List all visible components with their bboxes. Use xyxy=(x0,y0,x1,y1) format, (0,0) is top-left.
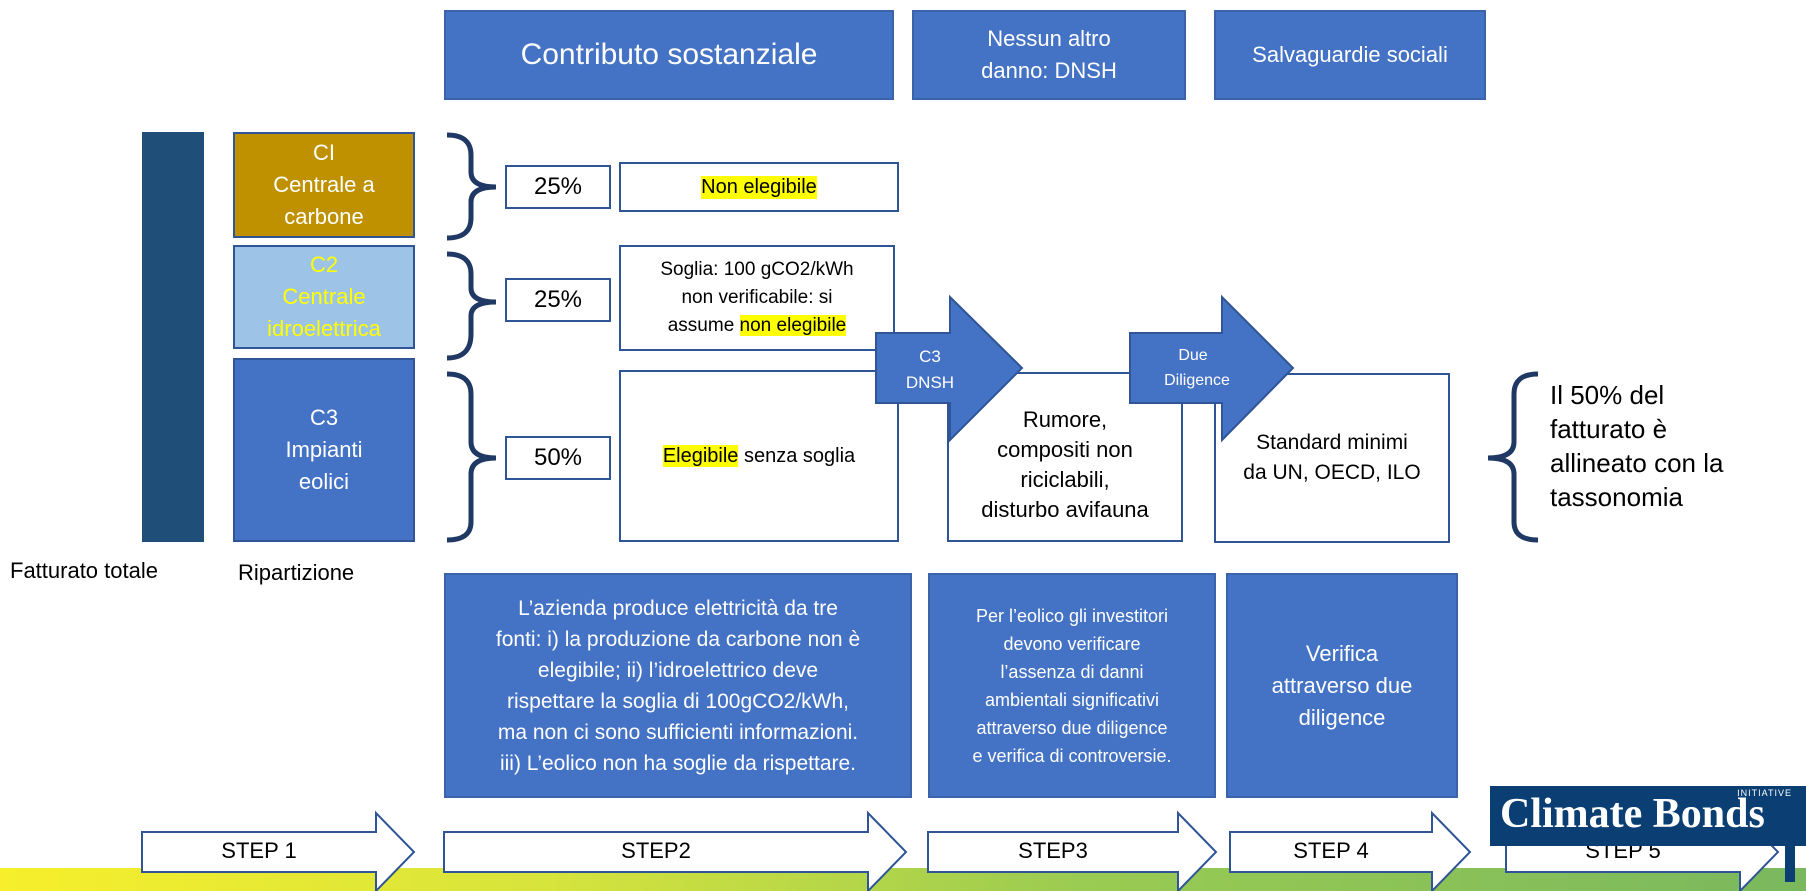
step3-arrow xyxy=(927,810,1218,891)
header-salvaguardie-sociali: Salvaguardie sociali xyxy=(1214,10,1486,100)
header-contributo-label: Contributo sostanziale xyxy=(520,38,818,71)
eligibility-c3-rest: senza soglia xyxy=(738,444,856,467)
header-dnsh-line1: Nessun altro xyxy=(987,26,1111,51)
dnsh-detail-line2: compositi non xyxy=(997,437,1133,462)
result-line3: allineato con la xyxy=(1550,448,1724,478)
category-c3-eolici: C3 Impianti eolici xyxy=(233,358,415,542)
arrow-due-line1: Due xyxy=(1178,347,1207,364)
climate-bonds-logo: INITIATIVE Climate Bonds xyxy=(1490,786,1806,846)
fatturato-totale-label: Fatturato totale xyxy=(10,558,158,583)
logo-tail xyxy=(1785,842,1795,882)
header-salvaguardie-label: Salvaguardie sociali xyxy=(1252,42,1448,67)
eligibility-c2-line2: non verificabile: si xyxy=(681,287,833,308)
step1-label: STEP 1 xyxy=(221,838,297,863)
eligibility-c2-line1: Soglia: 100 gCO2/kWh xyxy=(660,259,854,280)
category-c1-line2: Centrale a xyxy=(273,172,375,197)
category-c1-code: CI xyxy=(313,140,335,165)
arrow-c3-dnsh xyxy=(875,294,1024,443)
explanation-step2-line1: L’azienda produce elettricità da tre xyxy=(518,596,838,620)
brace-c1 xyxy=(446,132,497,241)
ripartizione-label: Ripartizione xyxy=(238,560,355,585)
step4-arrow xyxy=(1229,810,1472,891)
result-line2: fatturato è xyxy=(1550,414,1668,444)
dnsh-detail-line3: riciclabili, xyxy=(1020,467,1110,492)
eligibility-c2-line3: assume non elegibile xyxy=(668,312,847,340)
category-c3-line2: Impianti xyxy=(285,437,363,462)
dnsh-detail-line4: disturbo avifauna xyxy=(981,497,1149,522)
result-line4: tassonomia xyxy=(1550,482,1683,512)
percent-c2-value: 25% xyxy=(533,286,583,313)
eligibility-c2-line3-highlight: non elegibile xyxy=(739,315,847,336)
arrow-due-line2: Diligence xyxy=(1164,372,1230,389)
category-c2-line2: Centrale xyxy=(282,284,366,309)
logo-name: Climate Bonds xyxy=(1500,791,1765,837)
category-c1-carbone: CI Centrale a carbone xyxy=(233,132,415,238)
category-c1-line3: carbone xyxy=(284,204,364,229)
explanation-step3-line6: e verifica di controversie. xyxy=(972,745,1172,766)
standard-line1: Standard minimi xyxy=(1256,431,1408,454)
eligibility-c1-label: Non elegibile xyxy=(701,175,817,199)
arrow-c3-dnsh-line2: DNSH xyxy=(906,373,954,392)
explanation-step4-line3: diligence xyxy=(1298,704,1386,730)
header-contributo-sostanziale: Contributo sostanziale xyxy=(444,10,894,100)
header-dnsh-line2: danno: DNSH xyxy=(981,58,1117,83)
logo-initiative: INITIATIVE xyxy=(1737,788,1792,798)
percent-c2: 25% xyxy=(505,278,611,322)
category-c2-code: C2 xyxy=(309,252,339,277)
percent-c1: 25% xyxy=(505,165,611,209)
eligibility-c2-line3-pre: assume xyxy=(667,315,740,336)
explanation-step2-line2: fonti: i) la produzione da carbone non è xyxy=(495,627,861,651)
explanation-step4: Verifica attraverso due diligence xyxy=(1226,573,1458,798)
explanation-step3-line1: Per l’eolico gli investitori xyxy=(975,605,1169,626)
arrow-c3-dnsh-line1: C3 xyxy=(919,347,941,366)
percent-c1-value: 25% xyxy=(533,173,583,200)
explanation-step2-line6: iii) L’eolico non ha soglie da rispettar… xyxy=(499,751,857,775)
category-c2-idroelettrica: C2 Centrale idroelettrica xyxy=(233,245,415,349)
explanation-step3: Per l’eolico gli investitori devono veri… xyxy=(928,573,1216,798)
explanation-step3-line2: devono verificare xyxy=(1003,633,1141,654)
percent-c3-value: 50% xyxy=(533,444,583,471)
explanation-step3-line5: attraverso due diligence xyxy=(976,717,1168,738)
standard-line2: da UN, OECD, ILO xyxy=(1243,461,1421,484)
step2-arrow xyxy=(443,810,908,891)
result-text: Il 50% del fatturato è allineato con la … xyxy=(1550,378,1723,514)
step1-arrow xyxy=(141,810,416,891)
total-revenue-bar xyxy=(142,132,204,542)
category-c3-line3: eolici xyxy=(298,469,350,494)
category-c2-line3: idroelettrica xyxy=(267,316,381,341)
eligibility-c1: Non elegibile xyxy=(619,162,899,212)
eligibility-c2: Soglia: 100 gCO2/kWh non verificabile: s… xyxy=(619,245,895,351)
explanation-step2-line5: ma non ci sono sufficienti informazioni. xyxy=(497,720,859,744)
brace-c3 xyxy=(446,371,497,543)
header-dnsh: Nessun altro danno: DNSH xyxy=(912,10,1186,100)
eligibility-c3: Elegibile senza soglia xyxy=(619,370,899,542)
explanation-step2-line3: elegibile; ii) l’idroelettrico deve xyxy=(537,658,819,682)
arrow-due-diligence xyxy=(1129,294,1295,443)
result-line1: Il 50% del xyxy=(1550,380,1665,410)
dnsh-detail-line1: Rumore, xyxy=(1022,407,1108,432)
percent-c3: 50% xyxy=(505,436,611,480)
step4-label: STEP 4 xyxy=(1293,838,1369,863)
bottom-gradient-strip xyxy=(0,868,1806,891)
explanation-step4-line1: Verifica xyxy=(1305,640,1379,666)
eligibility-c3-text: Elegibile senza soglia xyxy=(662,444,856,468)
explanation-step2: L’azienda produce elettricità da tre fon… xyxy=(444,573,912,798)
explanation-step3-line3: l’assenza di danni xyxy=(1000,661,1144,682)
step3-label: STEP3 xyxy=(1018,838,1088,863)
brace-result xyxy=(1487,371,1539,543)
explanation-step3-line4: ambientali significativi xyxy=(984,689,1160,710)
category-c3-code: C3 xyxy=(309,405,339,430)
explanation-step4-line2: attraverso due xyxy=(1271,672,1413,698)
explanation-step2-line4: rispettare la soglia di 100gCO2/kWh, xyxy=(507,689,849,713)
brace-c2 xyxy=(446,251,497,361)
step2-label: STEP2 xyxy=(621,838,691,863)
eligibility-c3-highlight: Elegibile xyxy=(662,444,739,467)
